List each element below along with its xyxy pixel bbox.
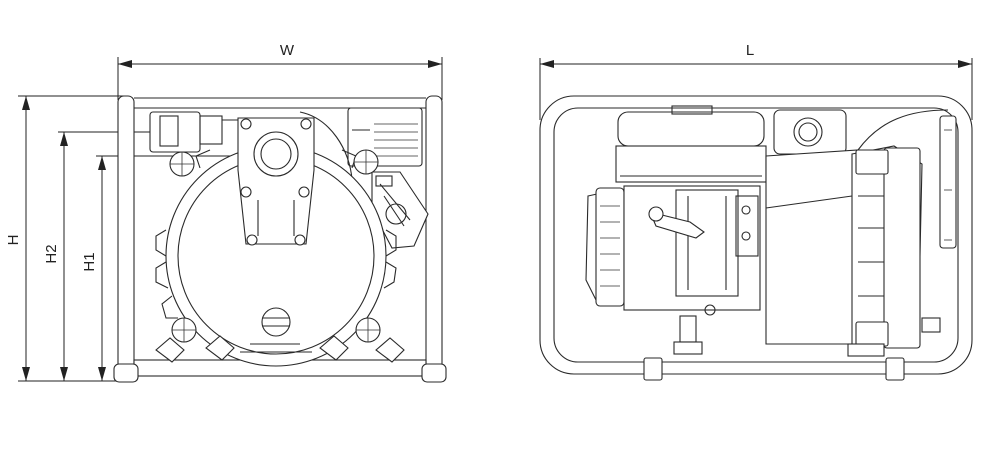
front-mount-bolts <box>169 149 381 343</box>
height2-dimension: H2 <box>43 131 160 381</box>
side-pump-flange <box>847 145 941 357</box>
length-dimension: L <box>539 42 973 120</box>
side-engine <box>585 105 767 355</box>
height-dimension: H <box>5 95 128 382</box>
front-feet <box>155 335 405 363</box>
front-engine-top <box>149 111 240 153</box>
front-outlet-bracket <box>237 117 315 246</box>
height-label: H <box>5 235 22 246</box>
height1-label: H1 <box>81 252 98 271</box>
length-label: L <box>746 42 754 59</box>
side-pump-housing <box>765 109 957 345</box>
width-label: W <box>280 42 295 59</box>
height2-label: H2 <box>43 244 60 263</box>
side-view: L <box>539 42 973 381</box>
front-view: W H H2 H1 <box>5 42 447 383</box>
width-dimension: W <box>117 42 443 100</box>
side-pump-outlet <box>773 109 847 155</box>
front-frame <box>113 95 447 383</box>
